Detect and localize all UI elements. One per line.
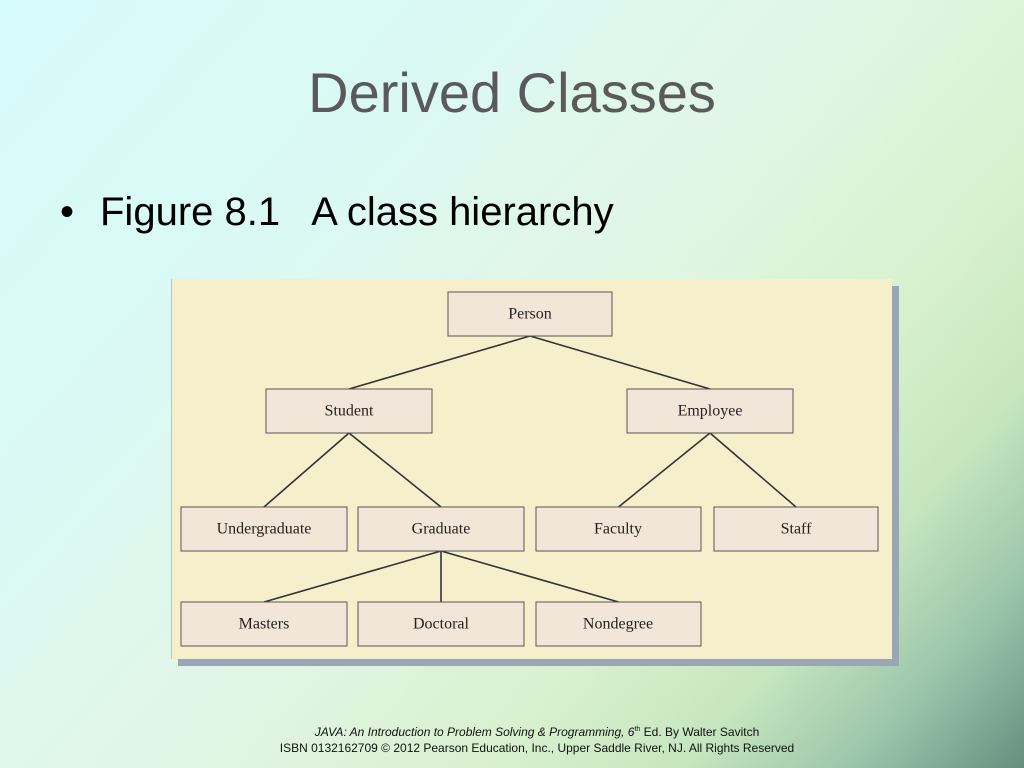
node-label-doctoral: Doctoral — [413, 616, 470, 633]
node-employee: Employee — [626, 388, 794, 434]
footer-author: Ed. By Walter Savitch — [640, 725, 760, 739]
node-graduate: Graduate — [357, 506, 525, 552]
footer-line-1: JAVA: An Introduction to Problem Solving… — [0, 722, 1024, 740]
footer-edition-sup: th — [634, 726, 641, 733]
footer-book-title: JAVA: An Introduction to Problem Solving… — [314, 725, 635, 739]
node-staff: Staff — [713, 506, 879, 552]
edge-student-graduate — [348, 432, 442, 508]
edge-graduate-nondegree — [440, 550, 619, 603]
node-label-student: Student — [325, 403, 374, 420]
node-label-undergraduate: Undergraduate — [217, 521, 312, 538]
class-hierarchy-diagram: Person Student Employee Undergraduate Gr… — [180, 291, 879, 647]
node-label-faculty: Faculty — [594, 521, 642, 538]
slide-title: Derived Classes — [308, 61, 716, 124]
node-label-staff: Staff — [781, 521, 812, 538]
class-hierarchy-figure: Person Student Employee Undergraduate Gr… — [171, 279, 892, 659]
edge-employee-faculty — [617, 432, 711, 508]
node-label-person: Person — [508, 306, 552, 323]
node-person: Person — [447, 291, 613, 337]
edge-person-employee — [529, 335, 711, 390]
node-masters: Masters — [180, 601, 348, 647]
bullet-dot: • — [60, 190, 75, 234]
edge-employee-staff — [709, 432, 797, 508]
edge-person-student — [348, 335, 531, 390]
slide-footer: JAVA: An Introduction to Problem Solving… — [0, 722, 1024, 756]
edge-student-undergraduate — [263, 432, 350, 508]
node-label-graduate: Graduate — [412, 521, 471, 538]
footer-line-2: ISBN 0132162709 © 2012 Pearson Education… — [279, 741, 795, 755]
bullet-text: Figure 8.1 A class hierarchy — [100, 190, 614, 234]
node-nondegree: Nondegree — [535, 601, 702, 647]
node-label-employee: Employee — [678, 403, 743, 420]
node-doctoral: Doctoral — [357, 601, 525, 647]
node-label-masters: Masters — [239, 616, 290, 633]
edge-graduate-masters — [263, 550, 442, 603]
node-faculty: Faculty — [535, 506, 702, 552]
node-undergraduate: Undergraduate — [180, 506, 348, 552]
bullet-item: • Figure 8.1 A class hierarchy — [60, 190, 614, 235]
node-label-nondegree: Nondegree — [583, 616, 653, 633]
node-student: Student — [265, 388, 433, 434]
